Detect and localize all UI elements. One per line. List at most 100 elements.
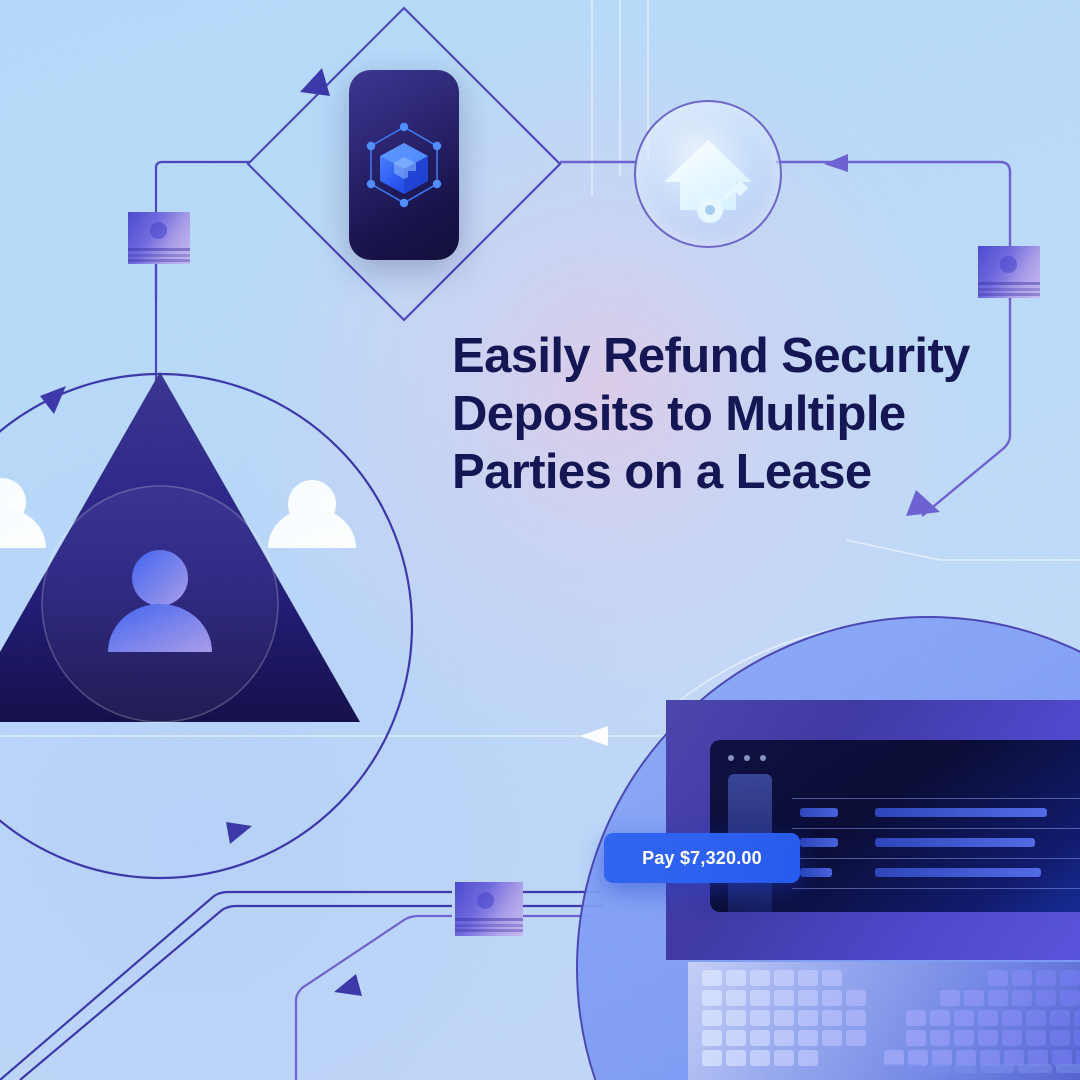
keyboard-key: [1050, 1030, 1070, 1046]
keyboard-key: [774, 1050, 794, 1066]
keyboard-key: [702, 990, 722, 1006]
table-row-divider: [792, 858, 1080, 859]
table-row-divider: [792, 798, 1080, 799]
keyboard-key: [1074, 1010, 1080, 1026]
table-cell-label: [800, 838, 838, 847]
browser-dot-red-icon: [728, 755, 734, 761]
keyboard-key: [822, 1010, 842, 1026]
keyboard-key: [1002, 1010, 1022, 1026]
headline-line-3: Parties on a Lease: [452, 445, 872, 499]
keyboard-key: [726, 1030, 746, 1046]
keyboard-key: [750, 990, 770, 1006]
keyboard-key: [1012, 970, 1032, 986]
keyboard-key: [822, 990, 842, 1006]
keyboard-key: [1036, 990, 1056, 1006]
table-cell-value: [875, 838, 1035, 847]
card-line: [128, 259, 190, 262]
table-cell-label: [800, 808, 838, 817]
keyboard-key: [964, 990, 984, 1006]
keyboard-key: [798, 970, 818, 986]
keyboard-key: [1050, 1010, 1070, 1026]
keyboard-key: [798, 1030, 818, 1046]
browser-window: [710, 740, 1080, 912]
keyboard-key: [930, 1030, 950, 1046]
keyboard-key: [1018, 1064, 1052, 1073]
browser-dot-green-icon: [760, 755, 766, 761]
keyboard-key: [702, 1010, 722, 1026]
app-device-card: [349, 70, 459, 260]
keyboard-key: [798, 1050, 818, 1066]
card-line: [455, 924, 523, 927]
laptop-keyboard-base: [688, 962, 1080, 1080]
keyboard-key: [846, 1030, 866, 1046]
keyboard-key: [978, 1010, 998, 1026]
keyboard-key: [1060, 970, 1080, 986]
house-with-key-icon: [664, 140, 752, 223]
keyboard-key: [1026, 1030, 1046, 1046]
keyboard-key: [954, 1030, 974, 1046]
pay-button[interactable]: Pay $7,320.00: [604, 833, 800, 883]
keyboard-key: [774, 970, 794, 986]
headline-line-2: Deposits to Multiple: [452, 387, 906, 441]
headline-line-1: Easily Refund Security: [452, 329, 970, 383]
keyboard-key: [750, 970, 770, 986]
keyboard-key: [1036, 970, 1056, 986]
keyboard-key: [702, 970, 722, 986]
card-line: [455, 918, 523, 921]
person-icon-right: [268, 480, 356, 548]
keyboard-key: [726, 990, 746, 1006]
keyboard-key: [774, 990, 794, 1006]
avatar-dot: [150, 222, 167, 239]
keyboard-key: [1056, 1064, 1080, 1073]
card-line: [128, 254, 190, 257]
keyboard-key: [980, 1064, 1014, 1073]
keyboard-key: [702, 1030, 722, 1046]
keyboard-key: [774, 1030, 794, 1046]
keyboard-key: [822, 970, 842, 986]
keyboard-key: [846, 990, 866, 1006]
avatar-dot: [477, 892, 494, 909]
keyboard-key: [702, 1050, 722, 1066]
table-row-divider: [792, 888, 1080, 889]
card-line: [978, 293, 1040, 296]
keyboard-key: [750, 1050, 770, 1066]
keyboard-key: [1012, 990, 1032, 1006]
keyboard-key: [750, 1010, 770, 1026]
keyboard-key: [846, 1010, 866, 1026]
keyboard-key: [1002, 1030, 1022, 1046]
profile-document-card-3: [455, 882, 523, 936]
keyboard-key: [726, 1050, 746, 1066]
table-cell-value: [875, 868, 1041, 877]
hexagon-network-cube-icon: [366, 122, 442, 208]
person-icon-left: [0, 478, 46, 548]
card-line: [128, 248, 190, 251]
keyboard-key: [750, 1030, 770, 1046]
keyboard-key: [906, 1010, 926, 1026]
card-line: [978, 288, 1040, 291]
keyboard-key: [726, 970, 746, 986]
keyboard-key: [798, 1010, 818, 1026]
laptop-payment-screen: [666, 700, 1080, 1080]
keyboard-key: [726, 1010, 746, 1026]
keyboard-key: [978, 1030, 998, 1046]
keyboard-key: [822, 1030, 842, 1046]
keyboard-key: [954, 1010, 974, 1026]
card-line: [978, 282, 1040, 285]
table-row-divider: [792, 828, 1080, 829]
pay-button-label: Pay $7,320.00: [642, 847, 762, 868]
profile-document-card-2: [978, 246, 1040, 298]
keyboard-key: [1026, 1010, 1046, 1026]
house-key-badge: [634, 100, 782, 248]
keyboard-key: [1060, 990, 1080, 1006]
keyboard-key: [988, 990, 1008, 1006]
keyboard-key: [954, 1064, 976, 1073]
keyboard-key: [988, 970, 1008, 986]
keyboard-key: [798, 990, 818, 1006]
browser-dot-yellow-icon: [744, 755, 750, 761]
keyboard-key: [928, 1064, 950, 1073]
profile-document-card-1: [128, 212, 190, 264]
table-cell-label: [800, 868, 832, 877]
keyboard-key: [940, 990, 960, 1006]
card-line: [455, 929, 523, 932]
